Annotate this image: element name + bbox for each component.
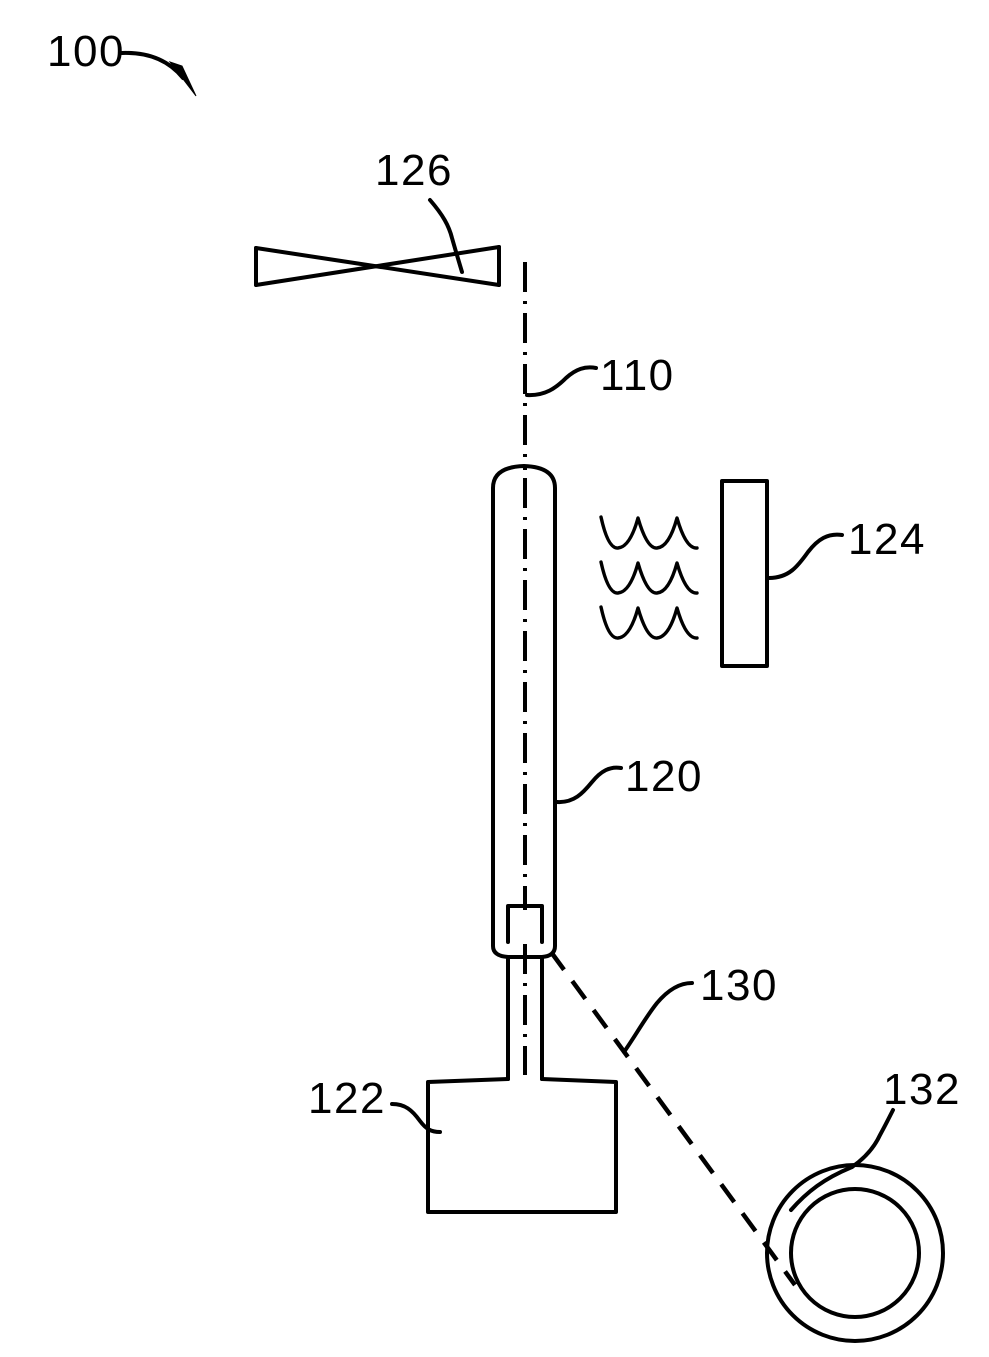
wave-group — [599, 515, 699, 640]
bowtie-leader-line — [428, 198, 464, 274]
emitter-panel: 124 — [720, 479, 926, 668]
center-axis: 110 — [523, 262, 675, 1075]
ref-label-110: 110 — [600, 351, 675, 400]
ref-label-132: 132 — [883, 1065, 961, 1114]
aperture-square-icon — [506, 904, 544, 944]
flask-leader-line — [390, 1102, 442, 1134]
ref-label-130: 130 — [700, 961, 778, 1010]
panel-leader-line — [767, 532, 844, 580]
tube-body: 120 — [491, 464, 703, 1081]
wave-line-2 — [599, 560, 699, 595]
tube-outline — [491, 464, 557, 959]
bowtie-element: 126 — [254, 146, 501, 287]
wave-line-1 — [599, 515, 699, 550]
panel-outline — [720, 479, 769, 668]
wave-line-3 — [599, 605, 699, 640]
ray-leader-line — [622, 981, 694, 1054]
ray-path: 130 — [549, 950, 797, 1287]
ring-target: 132 — [765, 1065, 961, 1343]
flask-outline — [426, 1077, 618, 1214]
ring-outer-circle — [765, 1163, 945, 1343]
ref-label-120: 120 — [625, 752, 703, 801]
ring-leader-tail — [789, 1165, 854, 1212]
system-arrowhead-icon — [168, 61, 197, 97]
axis-leader-line — [525, 365, 598, 398]
ring-leader-line — [850, 1108, 895, 1169]
ring-inner-circle — [789, 1187, 921, 1319]
ref-label-126: 126 — [375, 146, 453, 195]
ray-dashed-line — [549, 950, 797, 1287]
flask-vessel: 122 — [308, 1074, 618, 1214]
tube-leader-line — [555, 765, 623, 805]
system-callout: 100 — [47, 27, 197, 97]
ref-label-100: 100 — [47, 27, 125, 76]
ref-label-124: 124 — [848, 515, 926, 564]
ref-label-122: 122 — [308, 1074, 386, 1123]
